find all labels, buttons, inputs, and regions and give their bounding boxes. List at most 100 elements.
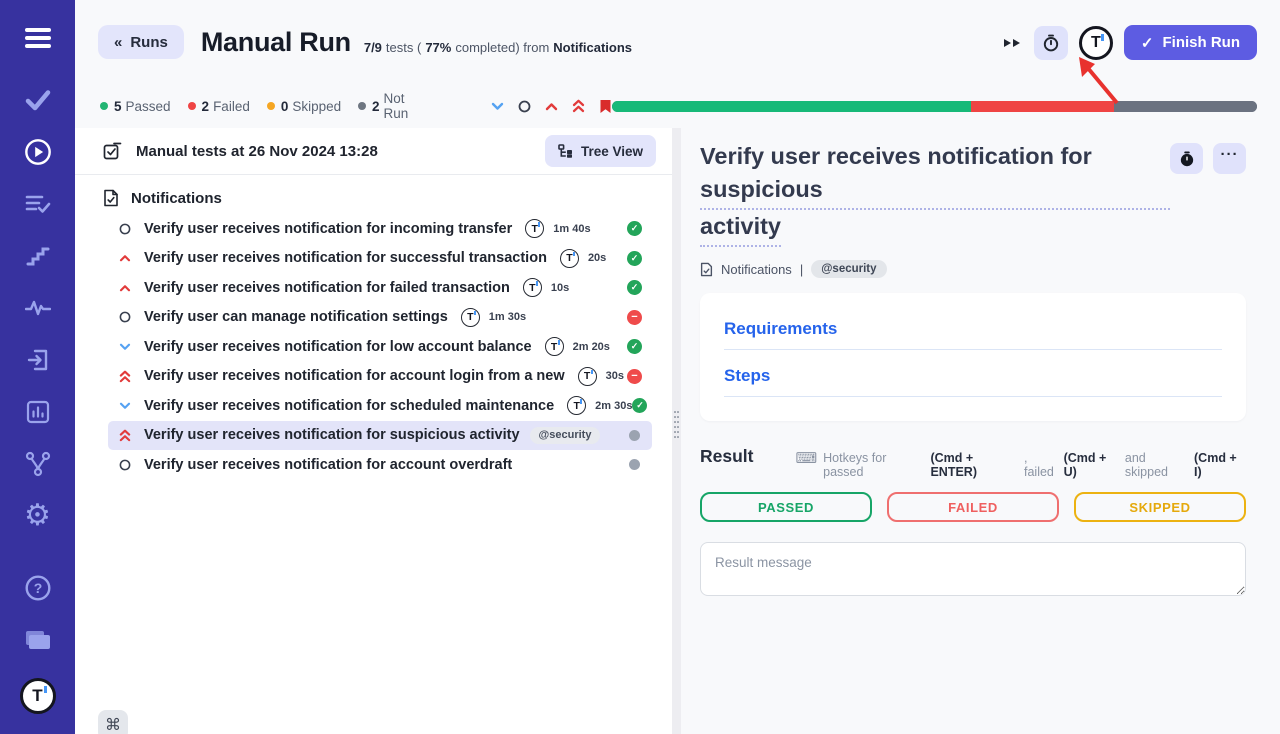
panel-resize-handle[interactable] [672,128,681,734]
priority-normal-icon [118,311,132,323]
test-tag: @security [530,427,601,444]
hotkeys-text: and skipped [1125,451,1190,479]
chevron-up-icon[interactable] [545,102,558,111]
skipped-label: Skipped [292,99,341,114]
requirements-link[interactable]: Requirements [724,319,1222,339]
priority-legend [491,99,612,114]
activity-pulse-icon[interactable] [24,294,52,322]
page-title: Manual Run [201,27,351,58]
test-duration: 1m 30s [489,311,526,323]
fast-forward-icon[interactable] [1004,39,1020,47]
back-to-runs-button[interactable]: « Runs [98,25,184,59]
test-title: Verify user receives notification for ac… [144,368,565,384]
test-detail-panel: Verify user receives notification for su… [681,128,1280,734]
more-options-button[interactable]: ··· [1213,143,1246,174]
passed-label: Passed [126,99,171,114]
detail-timer-button[interactable] [1170,143,1203,174]
back-chevrons-icon: « [114,34,122,51]
test-row[interactable]: Verify user receives notification for lo… [108,332,652,362]
test-duration: 2m 30s [595,400,632,412]
test-row[interactable]: Verify user receives notification for su… [108,244,652,274]
test-logo-tick [538,222,540,227]
test-logo-badge: T [545,337,564,356]
test-title: Verify user receives notification for in… [144,221,512,237]
detail-test-title[interactable]: Verify user receives notification for su… [700,140,1170,247]
test-logo-letter: T [532,223,538,235]
test-row[interactable]: Verify user can manage notification sett… [108,303,652,333]
bookmark-icon[interactable] [599,99,612,114]
finish-run-label: Finish Run [1163,34,1241,51]
test-logo-letter: T [551,341,557,353]
menu-icon[interactable] [24,24,52,52]
detail-card: Requirements Steps [700,293,1246,421]
test-row[interactable]: Verify user receives notification for ac… [108,362,652,392]
list-check-icon[interactable] [24,190,52,218]
breadcrumb-suite[interactable]: Notifications [721,262,792,277]
failed-count: 2Failed [188,99,250,114]
test-row[interactable]: Verify user receives notification for ac… [108,450,652,480]
runs-play-icon[interactable] [24,138,52,166]
hotkey-skipped: (Cmd + I) [1194,451,1246,479]
steps-link[interactable]: Steps [724,366,1222,386]
check-icon[interactable] [24,86,52,114]
test-logo-tick [573,252,575,257]
brand-logo[interactable]: T [20,678,56,714]
priority-critical-icon [118,370,132,383]
folders-icon[interactable] [24,626,52,654]
notrun-label: Not Run [384,91,433,121]
test-logo-tick [558,340,560,345]
finish-run-button[interactable]: ✓ Finish Run [1124,25,1257,60]
priority-critical-icon [118,429,132,442]
test-logo-letter: T [467,311,473,323]
test-row[interactable]: Verify user receives notification for fa… [108,273,652,303]
progress-segment-failed [971,101,1114,112]
failed-button[interactable]: FAILED [887,492,1059,522]
skipped-button[interactable]: SKIPPED [1074,492,1246,522]
tests-ratio: 7/9 [364,40,382,55]
keyboard-icon: ⌨ [795,449,817,467]
tree-view-button[interactable]: Tree View [545,135,656,167]
circle-priority-icon[interactable] [518,100,531,113]
status-passed-icon: ✓ [627,221,642,236]
test-logo-tick [474,311,476,316]
chevron-down-icon[interactable] [491,102,504,111]
passed-count: 5Passed [100,99,171,114]
notrun-value: 2 [372,99,380,114]
test-duration: 2m 20s [573,341,610,353]
passed-button[interactable]: PASSED [700,492,872,522]
account-logo-letter: T [1091,34,1101,52]
test-title: Verify user receives notification for su… [144,427,520,443]
test-logo-badge: T [461,308,480,327]
suite-folder-row[interactable]: Notifications [103,189,672,207]
steps-icon[interactable] [24,242,52,270]
help-icon[interactable]: ? [24,574,52,602]
analytics-icon[interactable] [24,398,52,426]
command-key-badge[interactable]: ⌘ [98,710,128,734]
failed-value: 2 [202,99,210,114]
status-notrun-icon [629,430,640,441]
account-logo[interactable]: T [1079,26,1113,60]
settings-gear-icon[interactable]: ⚙ [24,502,52,530]
test-row[interactable]: Verify user receives notification for sc… [108,391,652,421]
status-passed-icon: ✓ [627,339,642,354]
double-chevron-up-icon[interactable] [572,99,585,113]
svg-text:?: ? [33,580,42,596]
import-icon[interactable] [24,346,52,374]
test-logo-letter: T [573,400,579,412]
timer-button[interactable] [1034,26,1068,60]
breadcrumb-separator: | [800,262,803,277]
detail-title-line1: Verify user receives notification for su… [700,140,1170,210]
suite-name: Notifications [131,190,222,207]
skipped-dot-icon [267,102,275,110]
branch-icon[interactable] [24,450,52,478]
test-logo-tick [591,370,593,375]
test-row[interactable]: Verify user receives notification for in… [108,214,652,244]
hotkey-passed: (Cmd + ENTER) [930,451,1020,479]
skipped-value: 0 [281,99,289,114]
detail-title-line2: activity [700,210,781,247]
run-name: Manual tests at 26 Nov 2024 13:28 [136,143,378,160]
result-message-input[interactable] [700,542,1246,596]
section-divider [724,349,1222,350]
test-logo-badge: T [523,278,542,297]
test-row[interactable]: Verify user receives notification for su… [108,421,652,451]
